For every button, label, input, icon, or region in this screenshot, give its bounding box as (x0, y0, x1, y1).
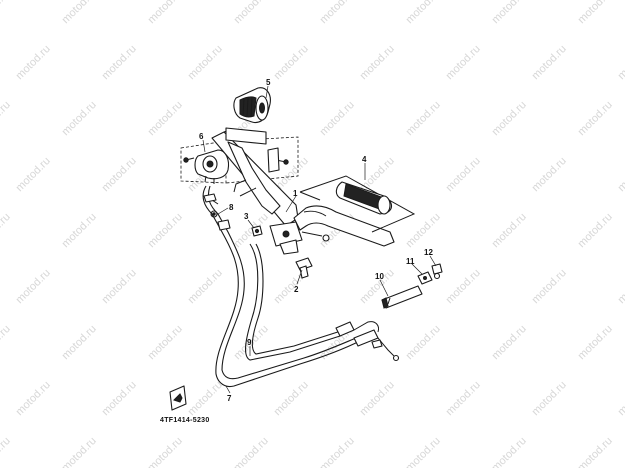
callout-10: 10 (375, 272, 384, 281)
watermark-text: motod.ru (146, 211, 185, 250)
watermark-text: motod.ru (490, 435, 529, 468)
watermark-text: motod.ru (404, 211, 443, 250)
watermark-text: motod.ru (576, 211, 615, 250)
diagram-code: 4TF1414-5230 (160, 417, 210, 424)
watermark-text: motod.ru (0, 323, 13, 362)
watermark-text: motod.ru (14, 379, 53, 418)
watermark-text: motod.ru (60, 211, 99, 250)
watermark-text: motod.ru (146, 323, 185, 362)
watermark-text: motod.ru (272, 43, 311, 82)
watermark-text: motod.ru (490, 211, 529, 250)
watermark-text: motod.ru (232, 0, 271, 26)
watermark-text: motod.ru (576, 0, 615, 26)
front-arrow-icon (169, 385, 187, 411)
part-10-sleeve[interactable] (381, 285, 423, 309)
callout-12: 12 (424, 248, 433, 257)
handlebar-clamp[interactable] (269, 221, 330, 255)
part-11-end[interactable] (417, 271, 433, 285)
callout-3: 3 (244, 212, 249, 221)
watermark-text: motod.ru (530, 267, 569, 306)
screw-icon (275, 159, 289, 165)
callout-6: 6 (199, 132, 204, 141)
watermark-text: motod.ru (576, 99, 615, 138)
watermark-text: motod.ru (404, 323, 443, 362)
part-1-handlebar[interactable] (211, 127, 395, 247)
watermark-text: motod.ru (100, 43, 139, 82)
watermark-text: motod.ru (530, 43, 569, 82)
callout-5: 5 (266, 78, 271, 87)
throttle-cables[interactable] (202, 185, 400, 388)
watermark-text: motod.ru (444, 155, 483, 194)
part-2-bolt[interactable] (295, 257, 313, 279)
watermark-text: motod.ru (490, 323, 529, 362)
watermark-text: motod.ru (576, 435, 615, 468)
watermark-text: motod.ru (146, 0, 185, 26)
watermark-text: motod.ru (232, 435, 271, 468)
watermark-text: motod.ru (60, 435, 99, 468)
watermark-text: motod.ru (358, 379, 397, 418)
watermark-text: motod.ru (272, 379, 311, 418)
watermark-text: motod.ru (490, 99, 529, 138)
watermark-text: motod.ru (616, 379, 625, 418)
watermark-text: motod.ru (0, 435, 13, 468)
watermark-text: motod.ru (318, 99, 357, 138)
callout-8: 8 (229, 203, 234, 212)
part-3-collar[interactable] (251, 225, 263, 237)
watermark-text: motod.ru (186, 267, 225, 306)
watermark-text: motod.ru (576, 323, 615, 362)
watermark-text: motod.ru (318, 435, 357, 468)
watermark-text: motod.ru (14, 267, 53, 306)
part-12-end[interactable] (431, 263, 443, 280)
callout-1: 1 (293, 189, 298, 198)
callout-9: 9 (247, 338, 252, 347)
watermark-text: motod.ru (60, 99, 99, 138)
part-4-grip[interactable] (299, 175, 416, 233)
watermark-text: motod.ru (0, 211, 13, 250)
watermark-text: motod.ru (100, 379, 139, 418)
watermark-text: motod.ru (616, 155, 625, 194)
watermark-text: motod.ru (616, 43, 625, 82)
leader-lines (202, 85, 437, 394)
watermark-text: motod.ru (0, 0, 13, 26)
watermark-text: motod.ru (530, 155, 569, 194)
watermark-text: motod.ru (530, 379, 569, 418)
watermark-text: motod.ru (318, 0, 357, 26)
watermark-text: motod.ru (14, 155, 53, 194)
watermark-text: motod.ru (100, 155, 139, 194)
callout-7: 7 (227, 394, 232, 403)
watermark-text: motod.ru (490, 0, 529, 26)
watermark-text: motod.ru (186, 379, 225, 418)
watermark-text: motod.ru (404, 435, 443, 468)
part-5-grip[interactable] (233, 87, 271, 124)
watermark-text: motod.ru (444, 379, 483, 418)
watermark-text: motod.ru (14, 43, 53, 82)
watermark-text: motod.ru (60, 0, 99, 26)
watermark-text: motod.ru (616, 267, 625, 306)
watermark-text: motod.ru (146, 435, 185, 468)
callout-4: 4 (362, 155, 367, 164)
watermark-text: motod.ru (146, 99, 185, 138)
watermark-text: motod.ru (404, 99, 443, 138)
screw-icon (183, 157, 195, 163)
watermark-text: motod.ru (232, 211, 271, 250)
watermark-text: motod.ru (358, 43, 397, 82)
watermark-text: motod.ru (0, 99, 13, 138)
callout-11: 11 (406, 257, 415, 266)
watermark-text: motod.ru (100, 267, 139, 306)
callout-2: 2 (294, 285, 299, 294)
watermark-text: motod.ru (444, 267, 483, 306)
watermark-text: motod.ru (444, 43, 483, 82)
watermark-text: motod.ru (60, 323, 99, 362)
watermark-text: motod.ru (186, 43, 225, 82)
watermark-text: motod.ru (404, 0, 443, 26)
